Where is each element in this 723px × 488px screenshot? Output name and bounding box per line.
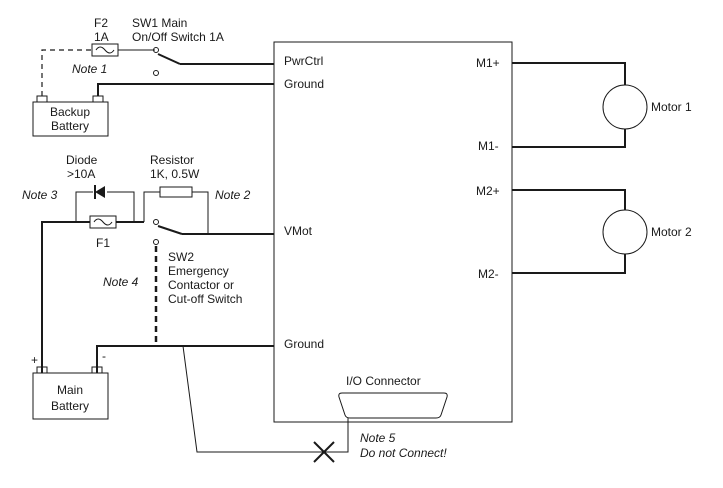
resistor-label-line1: Resistor xyxy=(150,153,194,167)
fuse-f1-label: F1 xyxy=(96,236,110,250)
m2-plus-label: M2+ xyxy=(476,184,500,198)
sw2-contact-top xyxy=(153,219,159,225)
sw1-label-line1: SW1 Main xyxy=(132,16,187,30)
note5-wire xyxy=(182,345,349,453)
sw1-blade xyxy=(157,53,181,65)
sw2-label-line2: Emergency xyxy=(168,264,229,278)
io-connector-label: I/O Connector xyxy=(346,374,421,388)
note1-dashed-wire xyxy=(41,49,92,96)
fuse-f1-element xyxy=(93,218,113,226)
sw1-label-line2: On/Off Switch 1A xyxy=(132,30,224,44)
backup-battery-line2: Battery xyxy=(51,119,89,133)
backup-battery-terminal-left xyxy=(36,95,48,103)
note5-label-line1: Note 5 xyxy=(360,431,396,445)
main-ground-wire xyxy=(96,345,274,373)
m1-minus-label: M1- xyxy=(478,139,499,153)
main-battery-line2: Battery xyxy=(51,399,89,413)
fuse-f2-element xyxy=(95,46,115,54)
note4-label: Note 4 xyxy=(103,275,139,289)
m2-minus-label: M2- xyxy=(478,267,499,281)
do-not-connect-x-mark xyxy=(313,441,335,463)
fuse-f2-label: F2 xyxy=(94,16,108,30)
backup-ground-wire xyxy=(97,83,274,96)
note3-label: Note 3 xyxy=(22,188,58,202)
main-battery-line1: Main xyxy=(57,383,83,397)
pwrctrl-label: PwrCtrl xyxy=(284,54,323,68)
diode-symbol xyxy=(95,186,105,198)
motor2-wiring xyxy=(512,189,626,274)
sw2-label-line4: Cut-off Switch xyxy=(168,292,242,306)
backup-battery-terminal-right xyxy=(92,95,104,103)
main-battery-minus: - xyxy=(102,349,106,363)
resistor-symbol xyxy=(159,186,193,198)
io-connector-shape xyxy=(338,392,448,419)
fuse-f2-rating: 1A xyxy=(94,30,109,44)
backup-battery xyxy=(32,101,109,137)
sw1-contact-bottom xyxy=(153,70,159,76)
diode-label-line1: Diode xyxy=(66,153,98,167)
sw2-contact-bottom xyxy=(153,239,159,245)
resistor-label-line2: 1K, 0.5W xyxy=(150,167,200,181)
main-battery xyxy=(32,372,109,420)
backup-battery-line1: Backup xyxy=(50,105,90,119)
note5-label-line2: Do not Connect! xyxy=(360,446,447,460)
sw1-contact-top xyxy=(153,47,159,53)
motor1-symbol xyxy=(602,84,648,130)
motor2-symbol xyxy=(602,209,648,255)
motor1-wiring xyxy=(512,62,626,148)
motor1-label: Motor 1 xyxy=(651,100,692,114)
motor2-label: Motor 2 xyxy=(651,225,692,239)
main-battery-plus: + xyxy=(31,353,38,367)
sw2-label-line3: Contactor or xyxy=(168,278,234,292)
vmot-label: VMot xyxy=(284,224,313,238)
note1-label: Note 1 xyxy=(72,62,107,76)
ground-bottom-label: Ground xyxy=(284,337,324,351)
ground-top-label: Ground xyxy=(284,77,324,91)
sw2-label-line1: SW2 xyxy=(168,250,194,264)
resistor-bypass-wire xyxy=(143,191,209,233)
note2-label: Note 2 xyxy=(215,188,251,202)
diode-label-line2: >10A xyxy=(67,167,95,181)
m1-plus-label: M1+ xyxy=(476,56,500,70)
sw2-blade xyxy=(157,225,183,235)
diode-bypass-wire xyxy=(75,191,135,222)
main-positive-wire xyxy=(41,221,90,373)
controller-box xyxy=(273,41,513,423)
